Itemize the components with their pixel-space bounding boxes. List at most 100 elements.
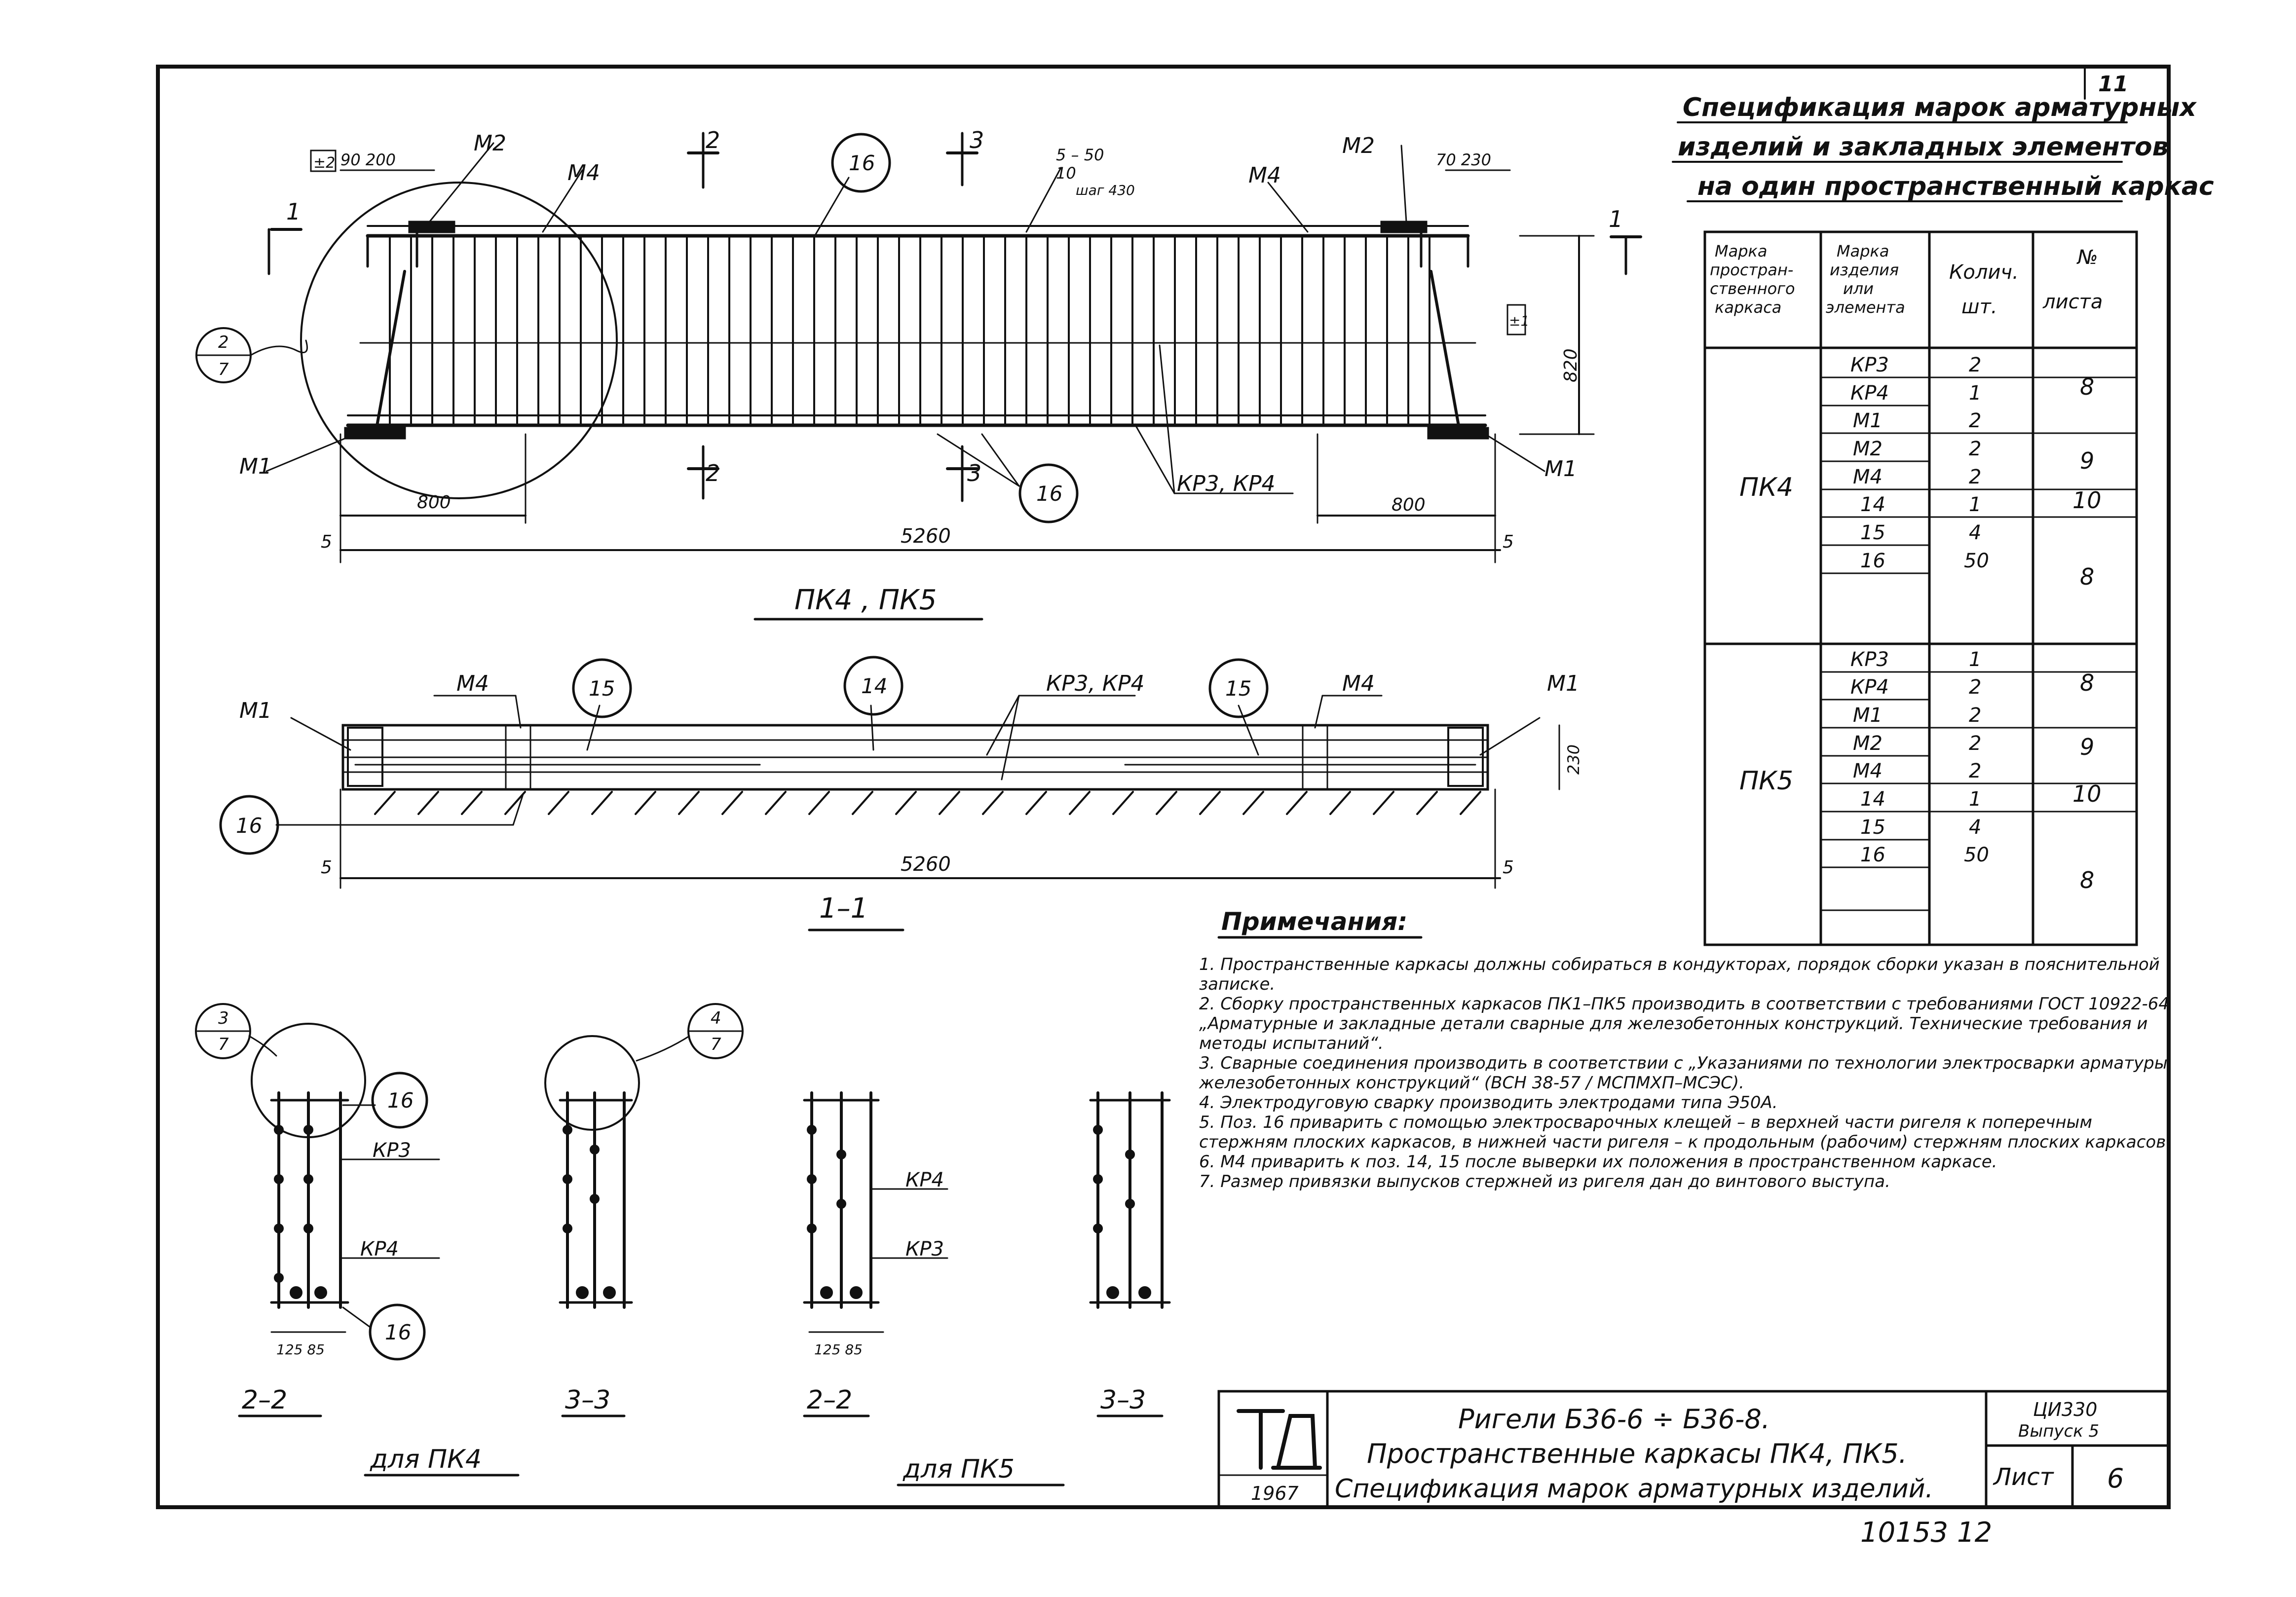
plan-diagonal-bar [1069, 791, 1091, 815]
spec-sheet: 9 [2080, 447, 2094, 474]
height-mark: ±1 [1509, 313, 1529, 329]
total-length-5260: 5260 [901, 525, 951, 548]
spec-sheet: 8 [2080, 669, 2094, 696]
section-label-kp3-b: КР3 [905, 1238, 944, 1261]
spec-item: М1 [1853, 409, 1882, 432]
spec-item: КР3 [1850, 648, 1889, 671]
detail-ref-4-num: 4 [711, 1008, 721, 1028]
spec-sheet: 8 [2080, 373, 2094, 400]
plan-diagonal-bar [939, 791, 960, 815]
spec-item: 15 [1860, 816, 1885, 839]
plan-diagonal-bar [548, 791, 569, 815]
title-issue: Выпуск 5 [2018, 1421, 2099, 1441]
title-line-3: Спецификация марок арматурных изделий. [1335, 1474, 1933, 1504]
dim-top-right: 70 230 [1436, 150, 1491, 169]
section-label-kp3-a: КР3 [373, 1139, 411, 1162]
spacing-note-bottom: шаг 430 [1076, 182, 1135, 198]
plan-total-length: 5260 [901, 853, 951, 876]
spec-item: 16 [1860, 550, 1885, 572]
spec-qty: 4 [1969, 521, 1981, 544]
section-label-kp4-a: КР4 [360, 1238, 399, 1261]
plan-diagonal-bar [591, 791, 613, 815]
spec-qty: 1 [1969, 648, 1981, 671]
plan-diagonal-bar [374, 791, 396, 815]
plan-diagonal-bar [1286, 791, 1308, 815]
spec-qty: 1 [1969, 493, 1981, 516]
plan-axis-left: 5 [321, 857, 332, 878]
plan-diagonal-bar [504, 791, 526, 815]
section-mark-1-left: 1 [286, 198, 301, 225]
spec-sheet: 8 [2080, 867, 2094, 893]
note-item: 1. Пространственные каркасы должны собир… [1199, 955, 2160, 994]
spec-frame-pk5: ПК5 [1739, 766, 1793, 796]
caption-2-2-pk4: 2–2 [242, 1385, 287, 1415]
section-2-2-pk5 [803, 1091, 948, 1333]
plan-diagonal-bar [721, 791, 743, 815]
spec-qty: 2 [1969, 438, 1981, 460]
section-3-3-pk4 [544, 1003, 744, 1309]
plan-diagonal-bar [1460, 791, 1481, 815]
plan-label-m1-left: М1 [239, 698, 272, 723]
plan-diagonal-bar [1025, 791, 1047, 815]
spec-table [1703, 230, 2138, 946]
label-m4-right: М4 [1248, 163, 1281, 188]
label-m1-right: М1 [1544, 456, 1577, 482]
caption-3-3-pk4: 3–3 [565, 1385, 610, 1415]
spec-qty: 50 [1964, 550, 1989, 572]
spec-qty: 2 [1969, 409, 1981, 432]
section-label-kp4-b: КР4 [905, 1169, 944, 1191]
spec-qty: 2 [1969, 676, 1981, 699]
spec-title: Спецификация марок арматурных изделий и … [1678, 93, 2214, 201]
note-item: 2. Сборку пространственных каркасов ПК1–… [1199, 994, 2170, 1053]
caption-pk4-pk5: ПК4 , ПК5 [794, 584, 937, 616]
plan-diagonal-bar [982, 791, 1004, 815]
plan-diagonal-bar [808, 791, 830, 815]
dim-800-right: 800 [1392, 495, 1426, 515]
spec-qty: 2 [1969, 354, 1981, 376]
spec-qty: 2 [1969, 732, 1981, 755]
title-sheet-value: 6 [2107, 1463, 2124, 1494]
detail-ref-2-num: 2 [218, 333, 229, 352]
spec-title-line-2: изделий и закладных элементов [1678, 132, 2169, 162]
corner-sheet-number: 11 [2098, 72, 2128, 97]
bubble-16-top: 16 [849, 151, 875, 175]
notes-title: Примечания: [1221, 907, 1407, 936]
spec-item: 14 [1860, 788, 1885, 811]
detail-ref-3-num: 3 [218, 1008, 229, 1028]
plan-diagonal-bar [635, 791, 656, 815]
plan-label-kp: КР3, КР4 [1046, 671, 1145, 696]
archive-number: 10153 12 [1860, 1517, 1992, 1549]
axis-left: 5 [321, 532, 332, 552]
section-dims-b: 125 85 [814, 1341, 863, 1358]
spec-qty: 2 [1969, 760, 1981, 782]
note-item: 7. Размер привязки выпусков стержней из … [1199, 1172, 1890, 1191]
plan-bubble-14: 14 [861, 674, 887, 698]
caption-for-pk4: для ПК4 [370, 1445, 482, 1474]
spacing-note-top: 5 – 50 [1056, 146, 1104, 164]
plan-width-dim: 230 [1564, 744, 1583, 775]
section-mark-3-top: 3 [970, 127, 984, 153]
plan-diagonal-bar [678, 791, 700, 815]
plan-diagonal-bar [1416, 791, 1438, 815]
section-bubble-16-top: 16 [387, 1088, 414, 1113]
section-mark-2-bottom: 2 [706, 460, 720, 486]
height-dim: 820 [1561, 348, 1581, 382]
spec-item: М2 [1853, 438, 1882, 460]
spec-item: 16 [1860, 844, 1885, 866]
level-mark: ±2 [313, 154, 335, 172]
spec-title-line-1: Спецификация марок арматурных [1683, 93, 2197, 122]
spacing-note-mid: 10 [1056, 164, 1076, 183]
spec-item: М2 [1853, 732, 1882, 755]
label-kp3-kp4: КР3, КР4 [1177, 471, 1276, 496]
plan-diagonal-bar [1373, 791, 1394, 815]
spec-qty: 2 [1969, 466, 1981, 488]
section-mark-3-bottom: 3 [967, 460, 981, 486]
title-line-1: Ригели Б36-6 ÷ Б36-8. [1458, 1404, 1770, 1435]
note-item: 3. Сварные соединения производить в соот… [1199, 1053, 2168, 1093]
caption-section-1-1: 1–1 [819, 892, 868, 925]
plan-bubble-15-right: 15 [1225, 676, 1251, 701]
